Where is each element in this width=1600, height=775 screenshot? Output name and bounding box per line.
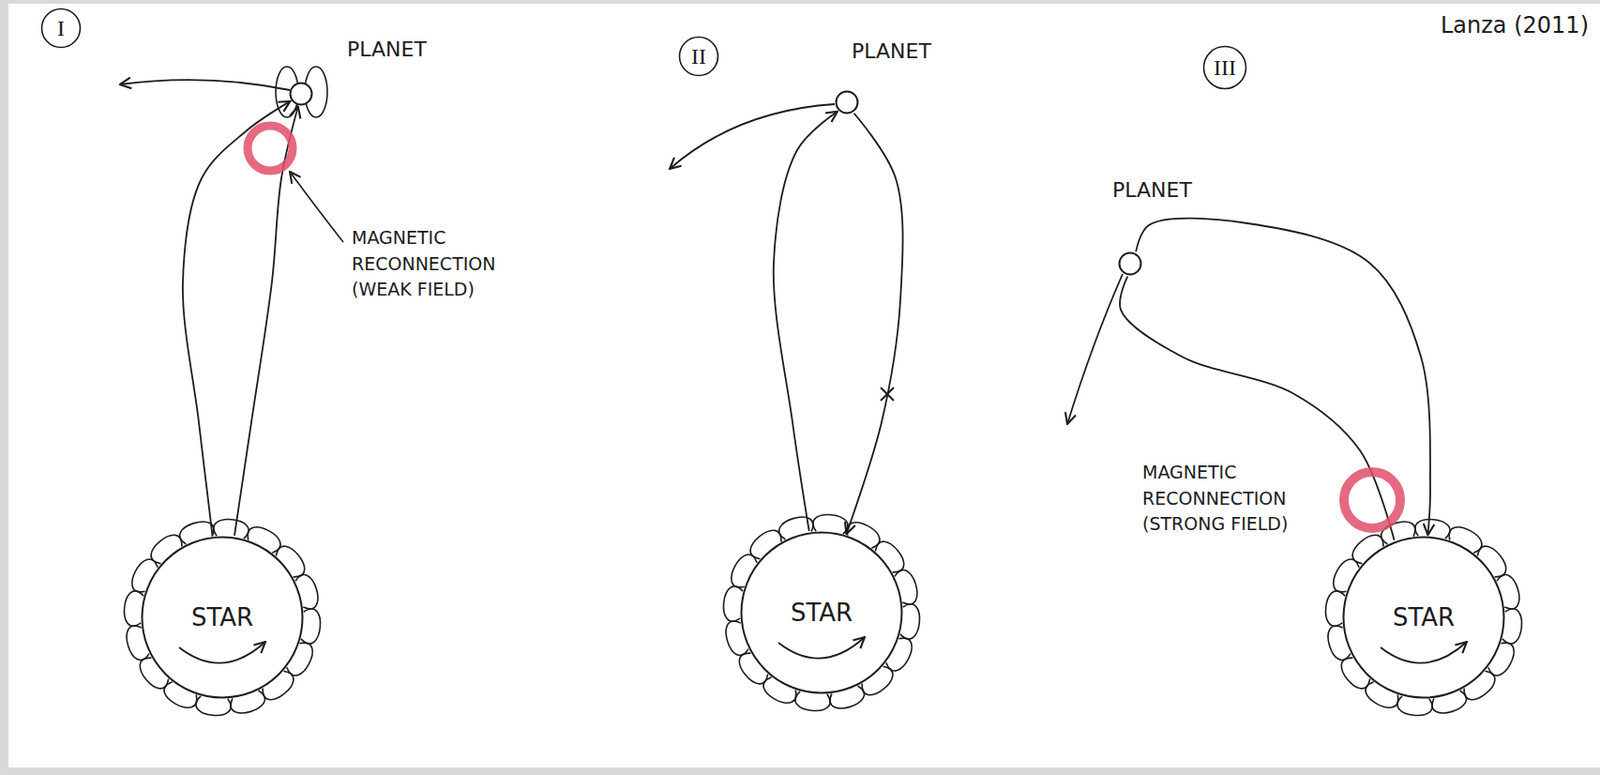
planet-circle	[1119, 253, 1142, 275]
planet-label: PLANET	[851, 39, 932, 63]
planet-outline	[834, 90, 860, 115]
numeral-node: III	[1202, 45, 1248, 91]
field-loop	[723, 586, 743, 621]
field-line	[845, 113, 903, 534]
star-node: STAR	[1342, 535, 1506, 699]
field-loop	[301, 608, 321, 644]
field-loop	[1415, 518, 1450, 539]
field-line	[234, 106, 299, 536]
field-loop	[1397, 695, 1433, 716]
field-loop	[196, 695, 231, 716]
numeral-circle	[679, 37, 719, 76]
reconnection-callout: MAGNETIC RECONNECTION (WEAK FIELD)	[351, 225, 540, 303]
field-loop	[123, 590, 144, 626]
star-circle	[741, 532, 903, 694]
field-line	[773, 111, 838, 531]
numeral-circle	[1204, 46, 1247, 90]
planet-circle	[836, 91, 859, 114]
field-loop	[213, 518, 249, 539]
numeral-label: III	[1213, 55, 1237, 80]
open-field-line	[120, 79, 290, 91]
reconnection-ring	[1343, 471, 1401, 529]
page-ground	[8, 3, 1600, 768]
rotation-arrow	[1380, 641, 1467, 664]
star-label: STAR	[1392, 603, 1455, 632]
star-node: STAR	[739, 530, 904, 695]
numeral-node: I	[40, 7, 82, 49]
rotation-arrow	[778, 636, 865, 659]
field-loop	[795, 691, 831, 711]
reconnection-ring	[247, 125, 293, 171]
field-line	[1119, 276, 1395, 541]
citation: Lanza (2011)	[1440, 9, 1589, 43]
leader-arrow	[289, 171, 344, 242]
cross-mark	[880, 387, 894, 401]
reconnection-callout: MAGNETIC RECONNECTION (STRONG FIELD)	[1142, 459, 1321, 538]
planet-node: PLANET	[1117, 251, 1143, 276]
numeral-node: II	[678, 35, 720, 77]
numeral-label: I	[57, 15, 65, 41]
star-label: STAR	[191, 603, 254, 632]
planet-node: PLANET	[288, 81, 314, 106]
rotation-arrow	[179, 641, 266, 664]
field-loop	[1502, 608, 1523, 644]
star-label: STAR	[790, 599, 853, 627]
planet-label: PLANET	[1112, 178, 1193, 202]
star-circle	[142, 537, 303, 698]
numeral-circle	[42, 9, 81, 48]
star-circle	[1343, 537, 1505, 698]
field-line	[1135, 218, 1431, 535]
open-field-line	[1067, 273, 1123, 424]
planet-circle	[290, 83, 313, 106]
field-loop	[813, 513, 848, 534]
planet-outline	[1117, 251, 1143, 276]
numeral-label: II	[691, 44, 707, 69]
star-field-loops	[123, 513, 1522, 715]
open-field-line	[669, 104, 835, 169]
field-loop	[900, 603, 921, 639]
planet-outline	[288, 81, 314, 106]
planet-node: PLANET	[834, 90, 860, 115]
star-node: STAR	[140, 535, 304, 699]
field-loop	[1325, 590, 1345, 626]
planet-label: PLANET	[347, 37, 427, 61]
